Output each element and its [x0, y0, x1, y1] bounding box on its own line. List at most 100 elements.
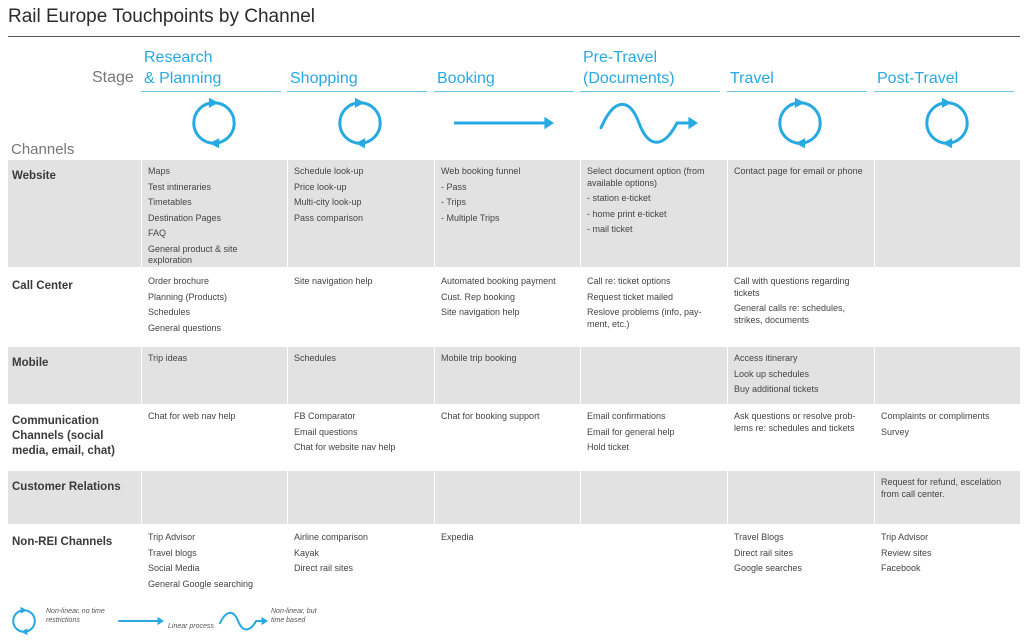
touchpoint-item: Email for general help	[587, 426, 675, 437]
touchpoint-cell	[727, 471, 873, 524]
channel-name: Communication Channels (social media, em…	[12, 415, 115, 457]
touchpoint-item: Direct rail sites	[734, 547, 794, 558]
touchpoint-item: Maps	[148, 166, 171, 176]
touchpoint-item: - home print e-ticket	[587, 208, 667, 219]
touchpoint-item: Schedules	[294, 353, 337, 363]
touchpoint-item: Automated booking payment	[441, 276, 556, 286]
touchpoint-item: FAQ	[148, 228, 167, 238]
stage-header-4: Pre-Travel(Documents)	[583, 47, 723, 89]
touchpoint-item: Buy additional tickets	[734, 384, 819, 394]
touchpoint-cell: Chat for web nav help	[141, 405, 287, 468]
touchpoint-item: General calls re: schedules, strikes, do…	[734, 303, 846, 325]
touchpoint-list	[435, 471, 580, 477]
touchpoint-item: Schedule look-up	[294, 166, 364, 176]
touchpoint-item: Multi-city look-up	[294, 197, 362, 207]
channel-name: Website	[12, 170, 56, 182]
touchpoint-cell: Expedia	[434, 526, 580, 601]
wave-arrow-icon	[599, 102, 698, 144]
cycle-icon	[192, 97, 236, 149]
touchpoint-list	[288, 471, 433, 477]
legend-label: Linear process	[168, 623, 214, 630]
touchpoint-item: Reslove problems (info, pay-ment, etc.)	[587, 307, 702, 329]
stage-header-3: Booking	[437, 47, 577, 89]
touchpoint-cell: Chat for booking support	[434, 405, 580, 468]
cycle-icon	[12, 606, 36, 636]
title-divider	[8, 36, 1020, 37]
channel-name: Mobile	[12, 357, 49, 369]
touchpoint-item: Complaints or compliments	[881, 411, 990, 421]
touchpoint-list	[581, 347, 726, 353]
touchpoint-item: Request for refund, escelation from call…	[881, 477, 1002, 499]
touchpoint-cell	[434, 471, 580, 524]
touchpoint-cell	[874, 270, 1020, 344]
channel-name: Non-REI Channels	[12, 536, 113, 548]
stage-header-5: Travel	[730, 47, 870, 89]
touchpoint-item: - mail ticket	[587, 224, 633, 234]
touchpoint-cell: Select document option (from available o…	[580, 160, 726, 267]
stage-name-line: Booking	[437, 70, 495, 87]
touchpoint-list	[142, 471, 287, 477]
touchpoint-item: Test intineraries	[148, 181, 212, 192]
arrow-icon	[118, 616, 164, 626]
touchpoint-list: Expedia	[435, 526, 580, 544]
stage-name-line: Travel	[730, 70, 774, 87]
touchpoint-item: Trip ideas	[148, 353, 188, 363]
touchpoint-item: Chat for web nav help	[148, 411, 236, 421]
touchpoint-list: Schedules	[288, 347, 433, 365]
stage-underline	[287, 91, 427, 92]
touchpoint-item: Trip Advisor	[881, 532, 929, 542]
touchpoint-item: General questions	[148, 322, 222, 333]
touchpoint-item: - station e-ticket	[587, 193, 651, 203]
touchpoint-list	[875, 347, 1020, 353]
cycle-icon	[338, 97, 382, 149]
legend-label: Non-linear, no time restrictions	[46, 608, 105, 624]
stage-underline	[727, 91, 867, 92]
touchpoint-item: Trip Advisor	[148, 532, 196, 542]
touchpoint-item: Select document option (from available o…	[587, 166, 705, 188]
stage-header-6: Post-Travel	[877, 47, 1017, 89]
page-title: Rail Europe Touchpoints by Channel	[8, 6, 316, 27]
channel-name: Call Center	[12, 280, 73, 292]
touchpoint-item: Site navigation help	[441, 307, 520, 317]
touchpoint-cell: Web booking funnel- Pass- Trips- Multipl…	[434, 160, 580, 267]
cycle-icon	[925, 97, 969, 149]
touchpoint-list: Select document option (from available o…	[581, 160, 726, 236]
stage-name-line: Pre-Travel	[583, 49, 658, 66]
touchpoint-list: Ask questions or resolve prob-lems re: s…	[728, 405, 873, 434]
touchpoint-item: FB Comparator	[294, 411, 356, 421]
touchpoint-item: Request ticket mailed	[587, 291, 674, 302]
stage-label: Stage	[92, 69, 134, 86]
touchpoint-item: Planning (Products)	[148, 291, 228, 302]
touchpoint-item: General Google searching	[148, 578, 254, 589]
stage-icon-wrapper	[598, 98, 698, 148]
touchpoint-cell: Request for refund, escelation from call…	[874, 471, 1020, 524]
touchpoint-cell	[287, 471, 433, 524]
touchpoint-item: Call with questions regarding tickets	[734, 276, 850, 298]
stage-underline	[434, 91, 574, 92]
touchpoint-cell	[580, 526, 726, 601]
touchpoint-item: Hold ticket	[587, 442, 630, 452]
touchpoint-list	[581, 471, 726, 477]
touchpoint-cell	[874, 160, 1020, 267]
touchpoint-item: Look up schedules	[734, 368, 810, 379]
stage-icon-wrapper	[335, 97, 385, 149]
touchpoint-item: Destination Pages	[148, 212, 222, 223]
touchpoint-item: Travel Blogs	[734, 532, 784, 542]
touchpoint-cell	[580, 471, 726, 524]
